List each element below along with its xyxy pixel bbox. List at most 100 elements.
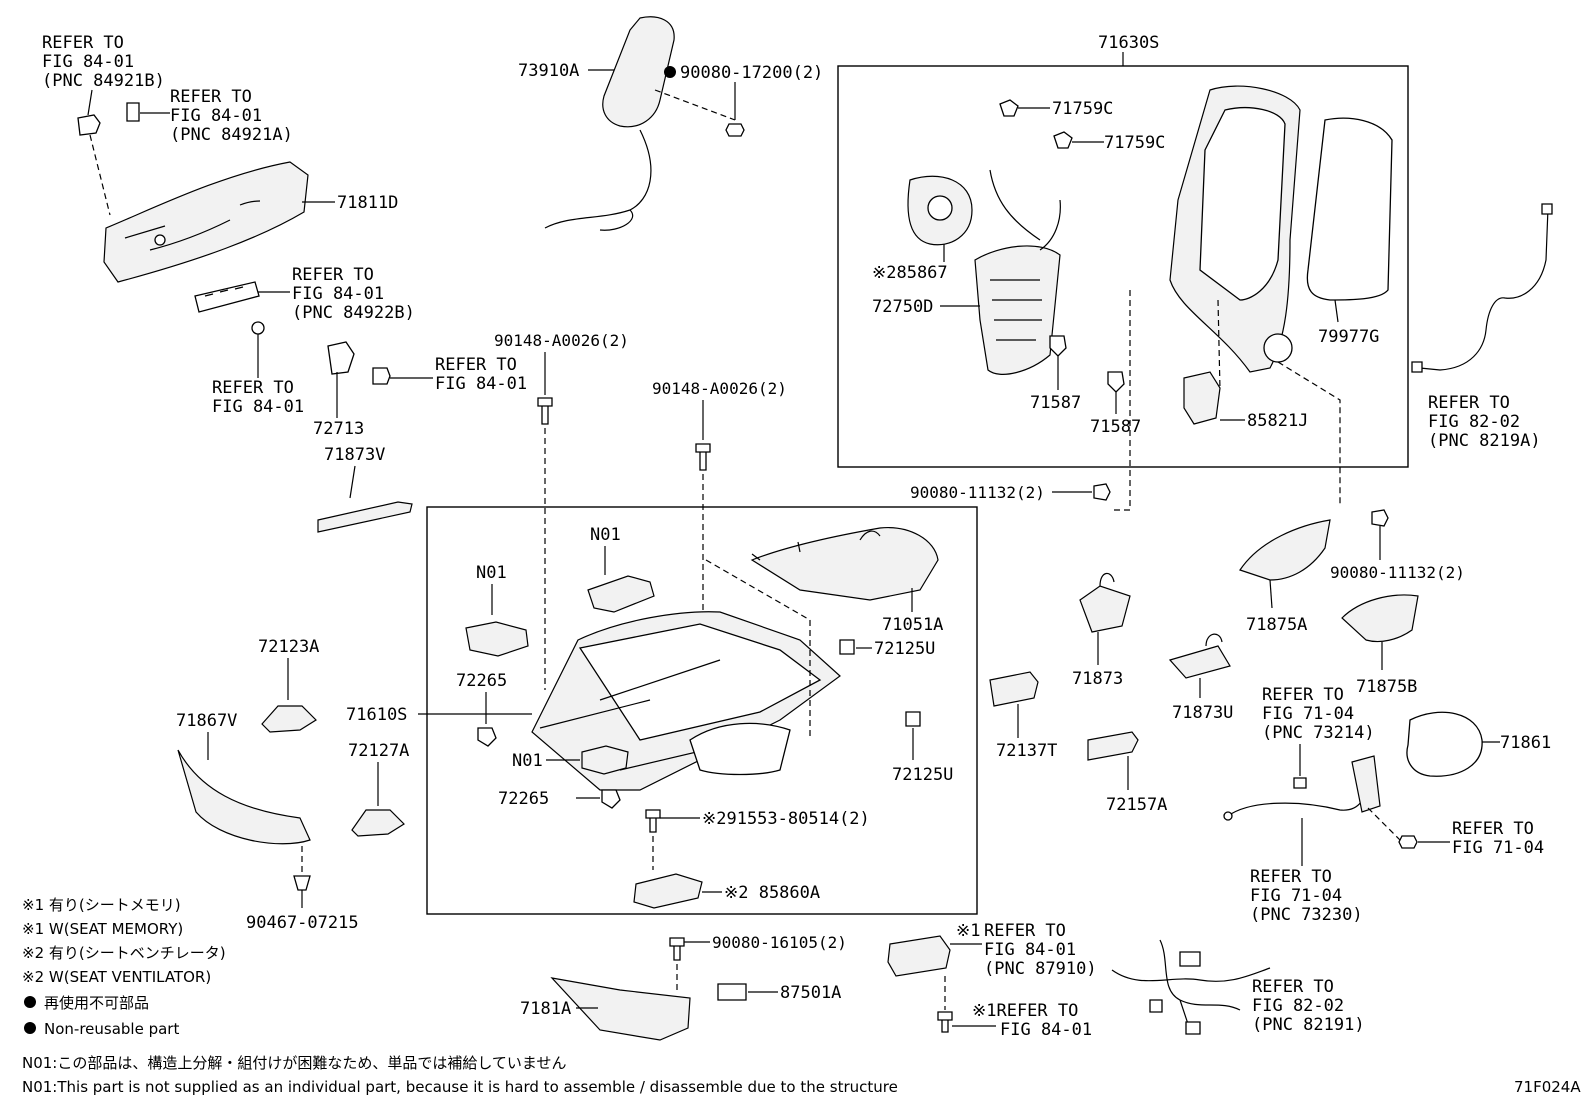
nut-71-04 xyxy=(1398,835,1418,849)
switch-small-part xyxy=(126,102,140,122)
label-72157a: 72157A xyxy=(1106,795,1167,815)
label-71051a: 71051A xyxy=(882,615,943,635)
label-72123a: 72123A xyxy=(258,637,319,657)
svg-text:(PNC 84921A): (PNC 84921A) xyxy=(170,125,293,145)
svg-text:FIG 84-01: FIG 84-01 xyxy=(170,106,262,126)
label-87501a: 87501A xyxy=(780,983,841,1003)
seat-track-frame-box xyxy=(426,506,978,915)
bolt-90148-1 xyxy=(537,397,553,425)
ecu-87910 xyxy=(887,935,951,977)
label-n01-b: N01 xyxy=(476,563,507,583)
svg-text:FIG 71-04: FIG 71-04 xyxy=(1262,704,1354,724)
label-71587-1: 71587 xyxy=(1030,393,1081,413)
clip-72125u-1 xyxy=(839,639,855,655)
note-seat-ventilator-en: ※2 W(SEAT VENTILATOR) xyxy=(22,968,211,986)
switch-84922b xyxy=(194,281,260,313)
refer-73214-label: REFER TO FIG 71-04 (PNC 73214) xyxy=(1262,685,1375,743)
svg-text:FIG 82-02: FIG 82-02 xyxy=(1252,996,1344,1016)
bracket-71873 xyxy=(1079,585,1131,633)
non-reusable-dot xyxy=(664,66,676,78)
label-72125u-1: 72125U xyxy=(874,639,935,659)
non-reusable-legend-dot-jp xyxy=(24,996,36,1008)
harness-8219a xyxy=(1419,207,1549,371)
bolt-90080-16105 xyxy=(669,937,685,961)
lumbar-72750d xyxy=(974,245,1061,375)
label-73910a: 73910A xyxy=(518,61,579,81)
svg-text:FIG 84-01: FIG 84-01 xyxy=(212,397,304,417)
cover-71875b xyxy=(1341,594,1419,643)
bolt-84-01-bottom xyxy=(937,1011,953,1033)
pad-79977g xyxy=(1306,117,1393,301)
clip-72125u-2 xyxy=(905,711,921,727)
label-71867v: 71867V xyxy=(176,711,237,731)
svg-text:FIG 82-02: FIG 82-02 xyxy=(1428,412,1520,432)
note-seat-ventilator-jp: ※2 有り(シートベンチレータ) xyxy=(22,944,226,962)
knob-small-part xyxy=(77,114,101,136)
fan-85860a xyxy=(633,873,703,909)
label-71875b: 71875B xyxy=(1356,677,1417,697)
cover-72137t xyxy=(989,671,1039,707)
label-90080-16105: 90080-16105(2) xyxy=(712,933,847,952)
svg-text:REFER TO: REFER TO xyxy=(1428,393,1510,413)
airbag-73910a xyxy=(602,16,675,128)
label-71875a: 71875A xyxy=(1246,615,1307,635)
bracket-7181a xyxy=(550,977,691,1041)
label-90148-a0026-1: 90148-A0026(2) xyxy=(494,331,629,350)
cover-72127a xyxy=(351,809,405,837)
cover-72157a xyxy=(1087,731,1139,761)
label-71759c-2: 71759C xyxy=(1104,133,1165,153)
svg-text:※1REFER TO: ※1REFER TO xyxy=(972,1001,1078,1021)
clip-71587-1 xyxy=(1049,335,1067,357)
svg-text:REFER TO: REFER TO xyxy=(1262,685,1344,705)
label-90080-11132-1: 90080-11132(2) xyxy=(910,483,1045,502)
label-71587-2: 71587 xyxy=(1090,417,1141,437)
label-90080-17200: 90080-17200(2) xyxy=(680,63,823,83)
cover-72123a xyxy=(261,705,317,733)
label-72265-1: 72265 xyxy=(456,671,507,691)
svg-text:REFER TO: REFER TO xyxy=(42,33,124,53)
label-n01-a: N01 xyxy=(590,525,621,545)
note-n01-jp: N01:この部品は、構造上分解・組付けが困難なため、単品では補給していません xyxy=(22,1054,566,1072)
refer-82191-label: REFER TO FIG 82-02 (PNC 82191) xyxy=(1252,977,1365,1035)
non-reusable-legend-dot-en xyxy=(24,1022,36,1034)
refer-84921a-label: REFER TO FIG 84-01 (PNC 84921A) xyxy=(170,87,293,145)
svg-text:FIG 71-04: FIG 71-04 xyxy=(1250,886,1342,906)
headrest-71861 xyxy=(1406,711,1483,777)
note-non-reusable-en: Non-reusable part xyxy=(44,1020,179,1038)
label-85867: ※285867 xyxy=(872,263,948,283)
clip-71587-2 xyxy=(1107,371,1125,393)
screw-72713 xyxy=(372,367,433,385)
clip-71759c-2 xyxy=(1053,131,1073,149)
label-n01-c: N01 xyxy=(512,751,543,771)
label-71861: 71861 xyxy=(1500,733,1551,753)
seat-side-cover-71811d xyxy=(103,161,309,283)
clip-71759c-1 xyxy=(999,99,1019,117)
label-72265-2: 72265 xyxy=(498,789,549,809)
note-n01-en: N01:This part is not supplied as an indi… xyxy=(22,1078,898,1096)
refer-8219a-label: REFER TO FIG 82-02 (PNC 8219A) xyxy=(1428,393,1541,451)
svg-text:(PNC 8219A): (PNC 8219A) xyxy=(1428,431,1541,451)
nut-90080-17200 xyxy=(725,123,745,137)
svg-text:FIG 84-01: FIG 84-01 xyxy=(1000,1020,1092,1040)
screw-left xyxy=(251,321,265,378)
svg-text:(PNC 82191): (PNC 82191) xyxy=(1252,1015,1365,1035)
refer-84-01-bottom-label: ※1REFER TO FIG 84-01 xyxy=(972,1001,1092,1040)
refer-84-01-mid-label: REFER TO FIG 84-01 xyxy=(435,355,527,394)
label-71873u: 71873U xyxy=(1172,703,1233,723)
motor-85821j xyxy=(1183,371,1221,425)
svg-text:(PNC 87910): (PNC 87910) xyxy=(984,959,1097,979)
svg-text:FIG 84-01: FIG 84-01 xyxy=(984,940,1076,960)
svg-text:(PNC 73230): (PNC 73230) xyxy=(1250,905,1363,925)
label-7181a: 7181A xyxy=(520,999,571,1019)
bracket-71873u xyxy=(1168,645,1231,679)
refer-87910-label: REFER TO FIG 84-01 (PNC 87910) xyxy=(984,921,1097,979)
svg-text:FIG 84-01: FIG 84-01 xyxy=(42,52,134,72)
note-non-reusable-jp: 再使用不可部品 xyxy=(44,994,149,1012)
bolt-90080-11132-2 xyxy=(1371,509,1389,527)
svg-text:FIG 84-01: FIG 84-01 xyxy=(435,374,527,394)
label-72125u-2: 72125U xyxy=(892,765,953,785)
bolt-90148-2 xyxy=(695,443,711,471)
refer-84921b-label: REFER TO FIG 84-01 (PNC 84921B) xyxy=(42,33,165,91)
label-72750d: 72750D xyxy=(872,297,933,317)
